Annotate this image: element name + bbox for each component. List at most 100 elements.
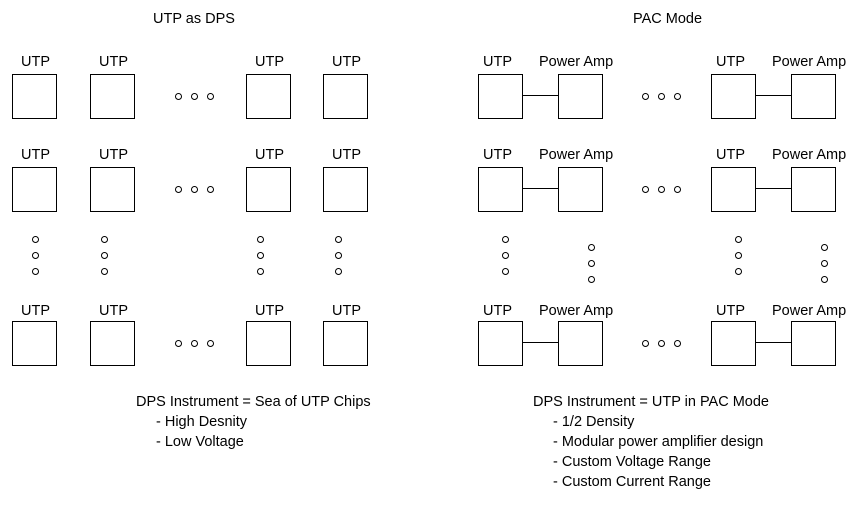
ellipsis-dot: [502, 252, 509, 259]
utp-label: UTP: [255, 303, 284, 319]
ellipsis-dot: [588, 260, 595, 267]
utp-label: UTP: [716, 303, 745, 319]
ellipsis-dot: [642, 340, 649, 347]
utp-chip-box: [246, 74, 291, 119]
utp-label: UTP: [21, 303, 50, 319]
utp-box: [478, 167, 523, 212]
ellipsis-dot: [674, 186, 681, 193]
utp-label: UTP: [255, 147, 284, 163]
power-amp-label: Power Amp: [772, 303, 847, 319]
utp-label: UTP: [332, 54, 361, 70]
left-caption-item: - Low Voltage: [156, 434, 244, 450]
utp-label: UTP: [255, 54, 284, 70]
right-caption-heading: DPS Instrument = UTP in PAC Mode: [533, 394, 769, 410]
utp-label: UTP: [483, 303, 512, 319]
power-amp-box: [791, 74, 836, 119]
ellipsis-dot: [101, 252, 108, 259]
power-amp-label: Power Amp: [539, 147, 614, 163]
ellipsis-dot: [257, 268, 264, 275]
utp-chip-box: [323, 321, 368, 366]
ellipsis-dot: [32, 268, 39, 275]
utp-chip-box: [12, 167, 57, 212]
ellipsis-dot: [207, 186, 214, 193]
utp-chip-box: [323, 167, 368, 212]
ellipsis-dot: [257, 236, 264, 243]
power-amp-label: Power Amp: [539, 54, 614, 70]
utp-label: UTP: [483, 147, 512, 163]
ellipsis-dot: [674, 340, 681, 347]
ellipsis-dot: [207, 93, 214, 100]
power-amp-label: Power Amp: [772, 54, 847, 70]
ellipsis-dot: [32, 236, 39, 243]
right-caption-item: - 1/2 Density: [553, 414, 635, 430]
ellipsis-dot: [335, 252, 342, 259]
right-caption-item: - Custom Voltage Range: [553, 454, 711, 470]
utp-box: [711, 321, 756, 366]
connector-line: [756, 188, 791, 189]
utp-chip-box: [12, 321, 57, 366]
ellipsis-dot: [175, 186, 182, 193]
left-caption-item: - High Desnity: [156, 414, 248, 430]
utp-label: UTP: [483, 54, 512, 70]
ellipsis-dot: [101, 268, 108, 275]
utp-chip-box: [12, 74, 57, 119]
power-amp-box: [558, 167, 603, 212]
connector-line: [523, 342, 558, 343]
ellipsis-dot: [588, 244, 595, 251]
ellipsis-dot: [735, 268, 742, 275]
utp-chip-box: [90, 321, 135, 366]
ellipsis-dot: [335, 268, 342, 275]
ellipsis-dot: [658, 93, 665, 100]
ellipsis-dot: [642, 93, 649, 100]
utp-label: UTP: [99, 303, 128, 319]
ellipsis-dot: [821, 260, 828, 267]
utp-label: UTP: [99, 147, 128, 163]
ellipsis-dot: [191, 340, 198, 347]
utp-box: [711, 167, 756, 212]
ellipsis-dot: [175, 340, 182, 347]
ellipsis-dot: [674, 93, 681, 100]
ellipsis-dot: [257, 252, 264, 259]
utp-box: [478, 74, 523, 119]
utp-chip-box: [90, 74, 135, 119]
utp-label: UTP: [332, 303, 361, 319]
ellipsis-dot: [191, 93, 198, 100]
utp-chip-box: [90, 167, 135, 212]
left-panel-title: UTP as DPS: [153, 11, 235, 27]
utp-label: UTP: [99, 54, 128, 70]
power-amp-label: Power Amp: [539, 303, 614, 319]
utp-label: UTP: [716, 147, 745, 163]
ellipsis-dot: [735, 236, 742, 243]
utp-chip-box: [246, 167, 291, 212]
connector-line: [523, 188, 558, 189]
power-amp-box: [791, 321, 836, 366]
ellipsis-dot: [175, 93, 182, 100]
ellipsis-dot: [32, 252, 39, 259]
ellipsis-dot: [502, 236, 509, 243]
right-caption-item: - Custom Current Range: [553, 474, 711, 490]
right-caption-item: - Modular power amplifier design: [553, 434, 764, 450]
ellipsis-dot: [502, 268, 509, 275]
ellipsis-dot: [658, 340, 665, 347]
ellipsis-dot: [101, 236, 108, 243]
power-amp-label: Power Amp: [772, 147, 847, 163]
ellipsis-dot: [642, 186, 649, 193]
connector-line: [523, 95, 558, 96]
ellipsis-dot: [191, 186, 198, 193]
left-caption-heading: DPS Instrument = Sea of UTP Chips: [136, 394, 371, 410]
ellipsis-dot: [207, 340, 214, 347]
connector-line: [756, 95, 791, 96]
ellipsis-dot: [588, 276, 595, 283]
ellipsis-dot: [335, 236, 342, 243]
utp-label: UTP: [716, 54, 745, 70]
right-panel-title: PAC Mode: [633, 11, 703, 27]
ellipsis-dot: [658, 186, 665, 193]
power-amp-box: [558, 321, 603, 366]
utp-label: UTP: [21, 147, 50, 163]
ellipsis-dot: [735, 252, 742, 259]
utp-box: [478, 321, 523, 366]
utp-chip-box: [246, 321, 291, 366]
connector-line: [756, 342, 791, 343]
ellipsis-dot: [821, 276, 828, 283]
